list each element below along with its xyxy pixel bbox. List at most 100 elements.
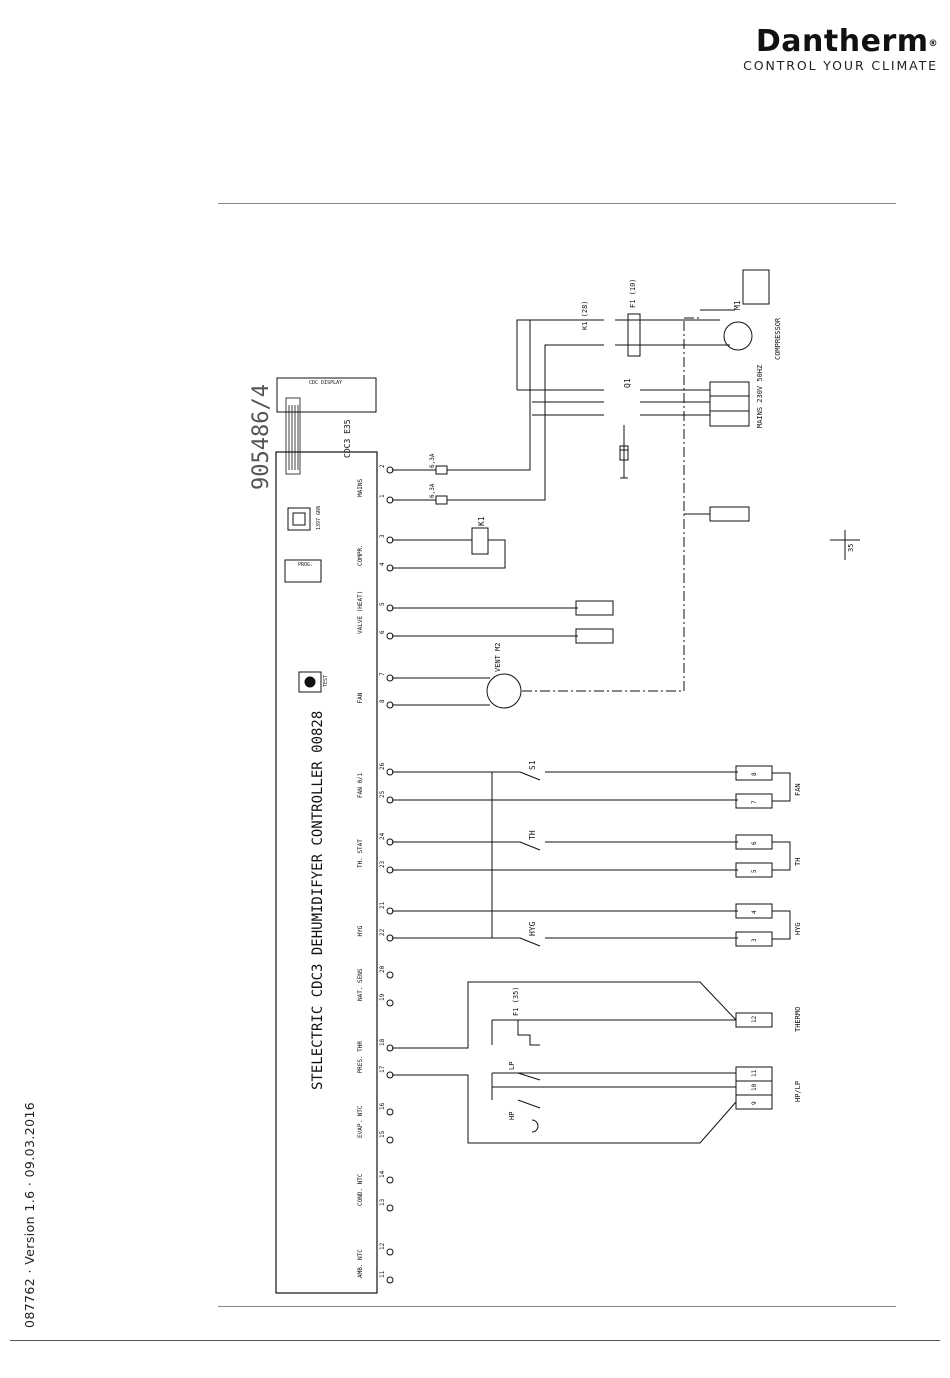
brand-tagline: CONTROL YOUR CLIMATE — [743, 58, 938, 73]
prog-chip — [284, 559, 322, 583]
terminal-pin — [386, 632, 394, 640]
terminal-pin-number: 24 — [379, 832, 386, 840]
external-label: HP/LP — [794, 1081, 802, 1102]
terminal-pin-number: 26 — [379, 762, 386, 770]
fuse-label-b: 6,3A — [429, 483, 436, 498]
drawing-number: 905486/4 — [249, 384, 274, 490]
terminal-pin-number: 13 — [379, 1198, 386, 1206]
terminal-pin-number: 7 — [379, 672, 386, 676]
external-label: THERMO — [794, 1007, 802, 1032]
terminal-pin — [386, 564, 394, 572]
terminal-pin — [386, 1136, 394, 1144]
terminal-group-label: TH. STAT — [357, 839, 364, 868]
terminal-group-label: AMB. NTC — [357, 1249, 364, 1278]
terminal-pin-number: 14 — [379, 1170, 386, 1178]
relay-k1 — [471, 527, 489, 555]
terminal-pin-number: 6 — [379, 630, 386, 634]
lp-label: LP — [508, 1062, 516, 1070]
terminal-pin-number: 5 — [379, 602, 386, 606]
controller-ref: CDC3 E35 — [343, 419, 352, 458]
terminal-pin-number: 21 — [379, 901, 386, 909]
controller-board — [275, 451, 378, 1294]
terminal-pin-number: 22 — [379, 928, 386, 936]
ref-35: 35 — [847, 544, 855, 552]
external-terminal-number: 6 — [751, 841, 758, 845]
connector-label: 1397 GRN — [316, 506, 322, 530]
terminal-pin — [386, 1276, 394, 1284]
terminal-group-label: MAINS — [357, 479, 364, 497]
terminal-pin — [386, 838, 394, 846]
terminal-pin-number: 17 — [379, 1065, 386, 1073]
external-terminal-number: 12 — [751, 1015, 758, 1023]
mains-terminal-block — [709, 381, 750, 427]
terminal-pin — [386, 934, 394, 942]
external-terminal-number: 3 — [751, 938, 758, 942]
terminal-pin-number: 11 — [379, 1270, 386, 1278]
terminal-pin — [386, 1176, 394, 1184]
overload-f1-label: F1 (10) — [629, 278, 637, 308]
mains-label: MAINS 230V 50HZ — [756, 365, 764, 428]
brand-name: Dantherm — [755, 24, 929, 59]
q1-label: Q1 — [623, 378, 632, 388]
external-terminal-number: 10 — [751, 1083, 758, 1091]
valve-terminals — [576, 600, 613, 644]
th-label: TH — [528, 830, 537, 840]
external-terminal-number: 5 — [751, 869, 758, 873]
terminal-group-label: PRES. THR — [357, 1041, 364, 1074]
top-rule — [218, 203, 896, 204]
terminal-pin — [386, 796, 394, 804]
terminal-pin — [386, 701, 394, 709]
terminal-pin — [386, 466, 394, 474]
fuse-label-a: 6,3A — [429, 453, 436, 468]
terminal-pin — [386, 674, 394, 682]
external-terminal-number: 7 — [751, 800, 758, 804]
hp-label: HP — [508, 1112, 516, 1120]
terminal-pin — [386, 768, 394, 776]
external-label: HYG — [794, 922, 802, 935]
terminal-pin — [386, 866, 394, 874]
external-terminal-number: 11 — [751, 1069, 758, 1077]
external-terminal-number: 8 — [751, 772, 758, 776]
terminal-pin — [386, 1044, 394, 1052]
hyg-label: HYG — [528, 921, 537, 936]
fuse-f2-a — [435, 465, 448, 475]
terminal-pin — [386, 496, 394, 504]
terminal-pin-number: 25 — [379, 790, 386, 798]
terminal-pin-number: 3 — [379, 534, 386, 538]
compressor-label: COMPRESSOR — [774, 317, 782, 360]
terminal-pin — [386, 971, 394, 979]
terminal-group-label: HYG — [357, 925, 364, 936]
registered-mark: ® — [928, 39, 938, 49]
fan-motor-label: VENT M2 — [494, 642, 502, 672]
contactor-k1-label: K1 (28) — [581, 300, 589, 330]
external-terminal-number: 4 — [751, 910, 758, 914]
terminal-pin — [386, 1204, 394, 1212]
dash-dot-line — [522, 318, 685, 692]
terminal-pin-number: 8 — [379, 699, 386, 703]
terminal-pin — [386, 604, 394, 612]
terminal-group-label: COMPR. — [357, 544, 364, 566]
terminal-pin-number: 16 — [379, 1102, 386, 1110]
controller-title: STELECTRIC CDC3 DEHUMIDIFYER CONTROLLER … — [310, 711, 326, 1090]
terminal-pin — [386, 1248, 394, 1256]
external-terminal-number: 9 — [751, 1101, 758, 1105]
terminal-pin-number: 15 — [379, 1130, 386, 1138]
terminal-pin-number: 18 — [379, 1038, 386, 1046]
display-panel — [276, 377, 377, 413]
fan-motor-m2 — [486, 673, 522, 709]
motor-m1 — [723, 321, 753, 351]
hplp-terminals — [735, 1066, 773, 1110]
rj-connector — [287, 507, 311, 531]
dantherm-logo: Dantherm® CONTROL YOUR CLIMATE — [743, 24, 938, 74]
terminal-pin-number: 1 — [379, 494, 386, 498]
prog-label: PROG. — [298, 562, 313, 568]
terminal-pin-number: 23 — [379, 860, 386, 868]
s1-label: S1 — [528, 760, 537, 770]
terminal-pin-number: 12 — [379, 1242, 386, 1250]
earth-terminal — [709, 506, 750, 522]
terminal-group-label: FAN 0/1 — [357, 772, 364, 798]
terminal-group-label: NAT. SENS — [357, 968, 364, 1001]
terminal-pin — [386, 1071, 394, 1079]
page-rule — [10, 1340, 940, 1341]
